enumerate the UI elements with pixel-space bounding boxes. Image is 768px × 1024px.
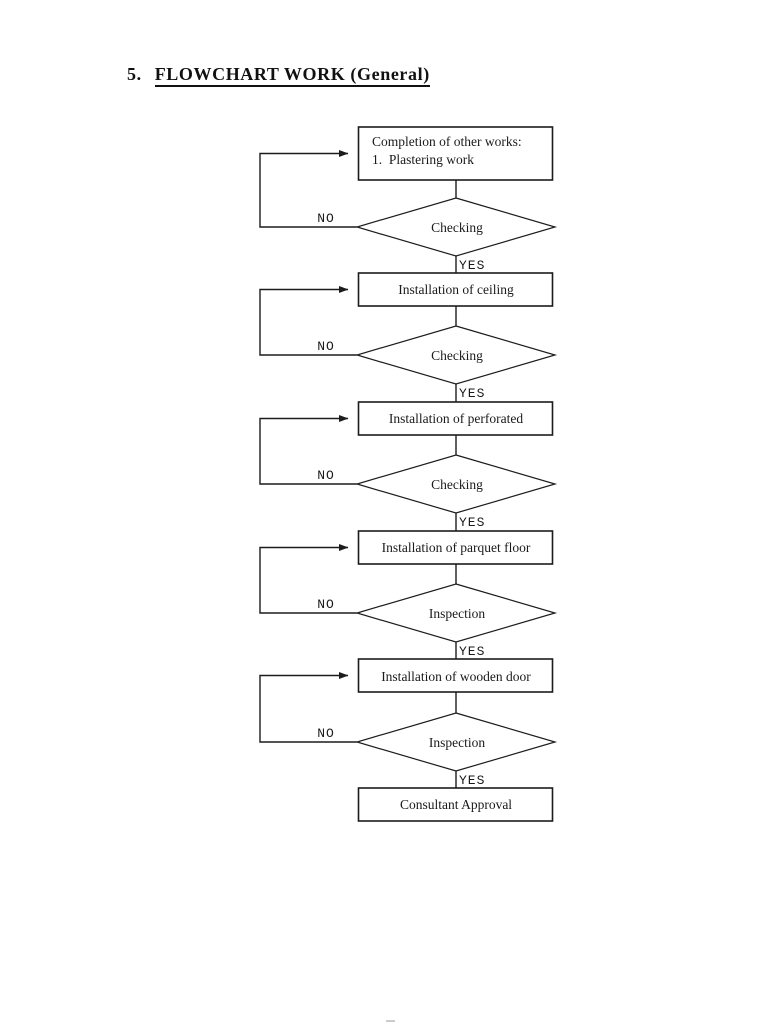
decision-label: Inspection	[429, 606, 485, 621]
decision-diamond-3	[354, 454, 558, 514]
decision-label: Checking	[431, 477, 483, 492]
section-number: 5.	[127, 64, 142, 84]
no-label: NO	[317, 339, 335, 354]
start-box-label-line1: Completion of other works:	[372, 134, 522, 149]
process-box-label: Installation of perforated	[389, 411, 523, 426]
process-box-label: Installation of wooden door	[381, 669, 531, 684]
no-label: NO	[317, 726, 335, 741]
decision-diamond-2	[354, 325, 558, 385]
no-label: NO	[317, 211, 335, 226]
no-loop-line-3	[259, 415, 357, 485]
process-box-wooden-door	[357, 658, 554, 693]
page-number-partial	[386, 1020, 395, 1022]
start-box-label-line2: 1. Plastering work	[372, 152, 474, 167]
decision-label: Checking	[431, 348, 483, 363]
start-box	[357, 126, 554, 181]
process-box-label: Installation of ceiling	[398, 282, 514, 297]
decision-diamond-4	[354, 583, 558, 643]
no-label: NO	[317, 468, 335, 483]
yes-label: YES	[459, 644, 485, 659]
decision-diamond-1	[354, 197, 558, 257]
yes-label: YES	[459, 515, 485, 530]
decision-diamond-5	[354, 712, 558, 772]
yes-label: YES	[459, 258, 485, 273]
process-box-label: Installation of parquet floor	[382, 540, 531, 555]
process-box-ceiling	[357, 272, 554, 307]
no-loop-line-2	[259, 286, 357, 356]
process-box-parquet-floor	[357, 530, 554, 565]
end-box-label: Consultant Approval	[400, 797, 512, 812]
no-loop-line-5	[259, 672, 357, 743]
end-box-consultant-approval	[357, 787, 554, 822]
yes-label: YES	[459, 773, 485, 788]
decision-label: Inspection	[429, 735, 485, 750]
no-loop-line-4	[259, 544, 357, 614]
decision-label: Checking	[431, 220, 483, 235]
yes-label: YES	[459, 386, 485, 401]
no-label: NO	[317, 597, 335, 612]
process-box-perforated	[357, 401, 554, 436]
no-loop-line-1	[259, 150, 357, 228]
section-heading: 5. FLOWCHART WORK (General)	[127, 64, 430, 87]
section-title: FLOWCHART WORK (General)	[154, 64, 430, 87]
